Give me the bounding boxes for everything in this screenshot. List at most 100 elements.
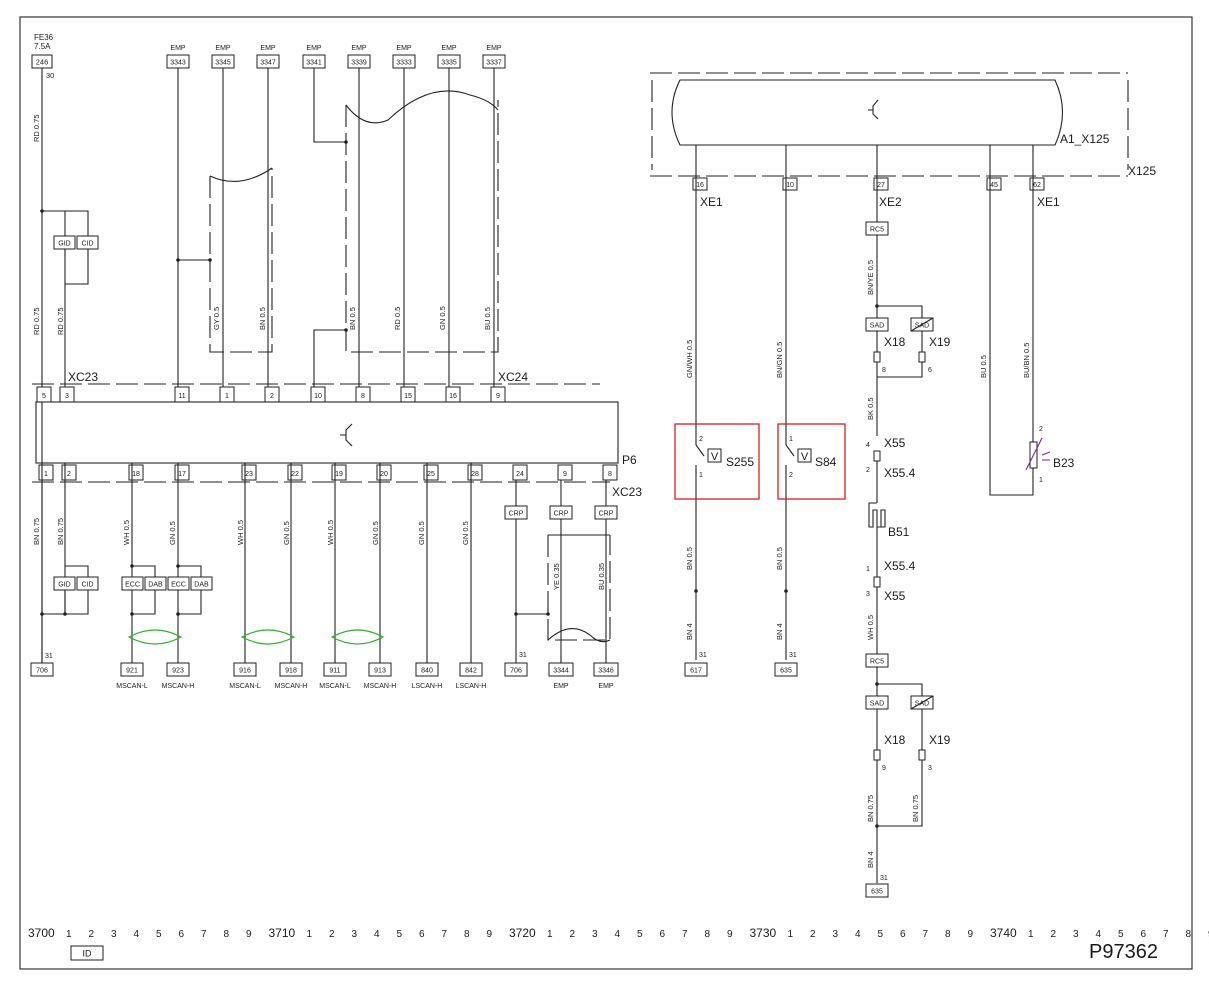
wire — [177, 590, 202, 615]
wire-label-bk: BK 0.5 — [866, 397, 875, 420]
switch-s255-box — [707, 448, 722, 463]
wire-label-gnwh: GN/WH 0.5 — [685, 340, 694, 378]
pin-label: 2 — [699, 436, 703, 443]
emp-connector-number: 3345 — [215, 60, 231, 67]
ruler-minor: 2 — [1051, 929, 1057, 940]
bottom-connector-box — [415, 662, 439, 677]
sad-label: SAD — [870, 701, 884, 708]
pin-label: 9 — [496, 393, 500, 400]
page-frame — [19, 16, 1193, 970]
twisted-pair-symbol — [240, 629, 296, 645]
wire-label-bn2: BN 0.5 — [348, 307, 357, 330]
bottom-connector-number: 921 — [126, 668, 138, 675]
ruler-major: 3710 — [269, 926, 296, 940]
pin-label: 15 — [404, 393, 412, 400]
ruler-minor: 6 — [179, 929, 185, 940]
switch-s255 — [695, 444, 705, 457]
ruler-minor: 5 — [637, 929, 643, 940]
wire-label-wh1: WH 0.5 — [122, 520, 131, 545]
cid-label-bottom: CID — [81, 582, 93, 589]
xc24-label: XC24 — [498, 370, 528, 384]
wire-label-bn075-2: BN 0.75 — [56, 518, 65, 545]
wire-label-rd-top: RD 0.75 — [32, 114, 41, 142]
ruler-minor: 9 — [487, 929, 493, 940]
sad-slash — [910, 317, 934, 332]
wire-label-bngn: BN/GN 0.5 — [775, 342, 784, 378]
bottom-connector-number: 3344 — [553, 668, 569, 675]
wire — [178, 565, 202, 577]
module-a1: A1_X125 X125 — [650, 72, 1156, 178]
x55-label-a: X55 — [884, 436, 906, 450]
wire-label-bn075-1: BN 0.75 — [32, 518, 41, 545]
ecc-label: ECC — [171, 582, 186, 589]
junction-dot — [176, 612, 180, 616]
pin-label: 2 — [866, 467, 870, 474]
emp-label: EMP — [170, 45, 186, 52]
pin-label: 11 — [178, 393, 185, 400]
highlight-s255 — [674, 423, 760, 500]
emp-connector-number: 3335 — [441, 60, 457, 67]
fuse-fe36: FE36 7.5A 246 30 — [31, 33, 54, 80]
ruler-minor: 4 — [615, 929, 621, 940]
bottom-connector-box — [593, 662, 619, 677]
bottom-connector-box — [233, 662, 257, 677]
bottom-connector-box — [368, 662, 392, 677]
pin-label: 31 — [789, 652, 797, 659]
pin-label: 5 — [42, 393, 46, 400]
junction-dot — [344, 328, 348, 332]
bottom-connector-number: 918 — [285, 668, 297, 675]
x18-label-b: X18 — [884, 733, 906, 747]
pin-label: 62 — [1033, 182, 1041, 189]
bottom-connector-sub: MSCAN-L — [229, 683, 261, 690]
ruler-minor: 2 — [810, 929, 816, 940]
shield-loop-b — [345, 100, 499, 353]
ruler-minor: 5 — [397, 929, 403, 940]
gid-label-top: GID — [58, 241, 70, 248]
sad-slash — [910, 695, 934, 710]
bottom-connector-sub: EMP — [598, 683, 614, 690]
ruler-minor: 8 — [705, 929, 711, 940]
conn-617 — [684, 662, 708, 677]
bottom-connector-box — [548, 662, 574, 677]
junction-dot — [63, 612, 67, 616]
x18-label-a: X18 — [884, 335, 906, 349]
pin-label: 22 — [291, 471, 299, 478]
wire-label-gn5: GN 0.5 — [461, 521, 470, 545]
switch-s84 — [785, 444, 795, 457]
bottom-connector-sub: MSCAN-H — [364, 683, 397, 690]
wire-label-rd-low2: RD 0.75 — [56, 307, 65, 335]
conn-635b-label: 635 — [871, 889, 883, 896]
junction-dot — [176, 258, 180, 262]
crp-label: CRP — [599, 511, 614, 518]
terminal-x18b — [873, 749, 881, 761]
junction-dot — [784, 589, 788, 593]
wire-label-gn: GN 0.5 — [438, 306, 447, 330]
dab-label: DAB — [148, 582, 163, 589]
pin-label: 1 — [225, 393, 229, 400]
twisted-pair-symbol — [330, 629, 385, 645]
pin-label: 28 — [471, 471, 479, 478]
crp-label: CRP — [509, 511, 524, 518]
pin-box — [557, 464, 573, 481]
ruler-major: 3700 — [28, 926, 55, 940]
wire-label-bn05b: BN 0.5 — [775, 547, 784, 570]
pin-label: 8 — [882, 367, 886, 374]
ruler-minor: 4 — [1096, 929, 1102, 940]
ruler-minor: 1 — [788, 929, 794, 940]
wire-label-gn4: GN 0.5 — [417, 521, 426, 545]
junction-dot — [130, 564, 134, 568]
pin-label: 31 — [519, 652, 527, 659]
pin-box — [512, 464, 528, 481]
emp-label: EMP — [306, 45, 322, 52]
ruler-minor: 8 — [1186, 929, 1192, 940]
bottom-connector-box — [459, 662, 483, 677]
ruler-minor: 1 — [66, 929, 72, 940]
shield-curve-a — [209, 167, 273, 182]
pin-label: 31 — [699, 652, 707, 659]
a1-label: A1_X125 — [1060, 132, 1110, 146]
bottom-connector-number: 840 — [421, 668, 433, 675]
x19-label-a: X19 — [929, 335, 951, 349]
ruler-major: 3730 — [750, 926, 777, 940]
